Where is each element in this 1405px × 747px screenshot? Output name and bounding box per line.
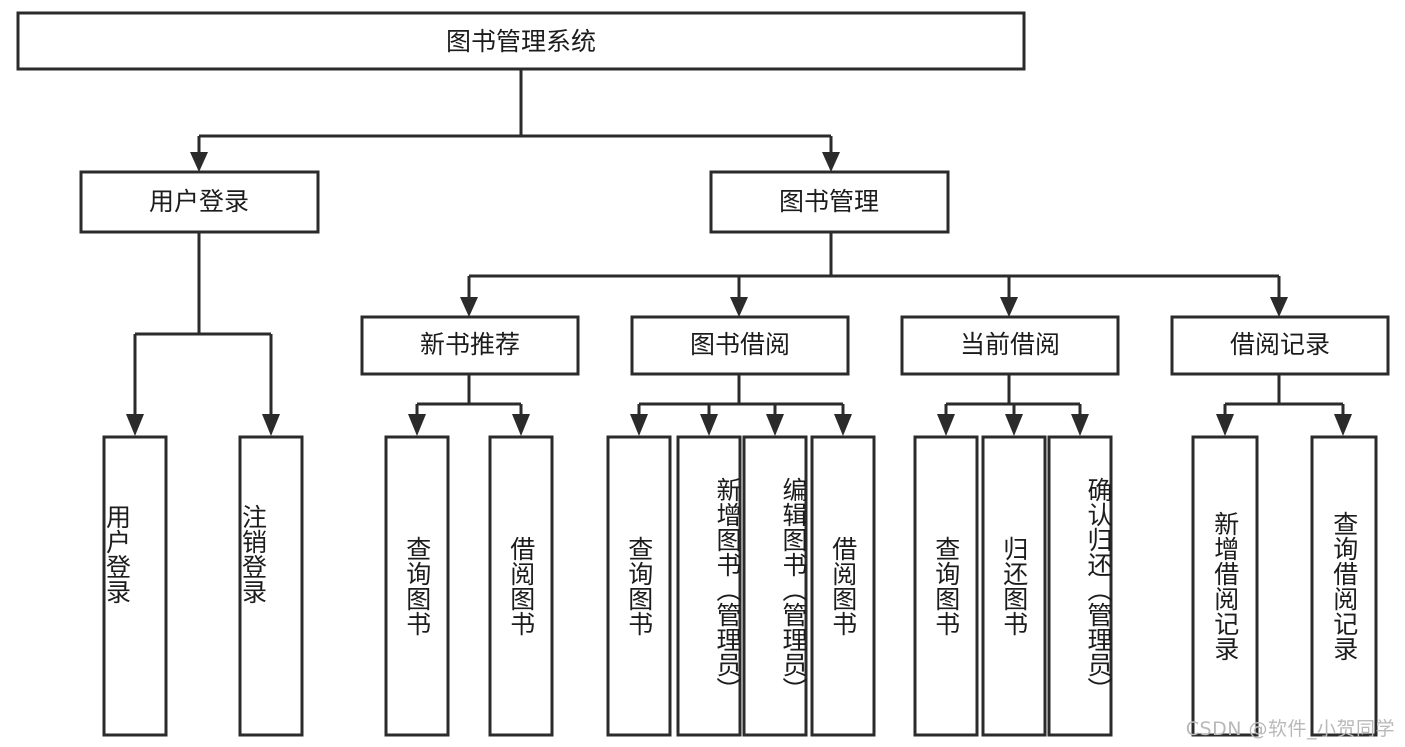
node-book-manage-label: 图书管理 xyxy=(779,187,879,216)
node-new-book-recommend-label: 新书推荐 xyxy=(420,330,520,359)
node-root[interactable]: 图书管理系统 xyxy=(16,11,1026,71)
node-leaf-logout-login[interactable] xyxy=(238,435,304,737)
node-leaf-user-login[interactable] xyxy=(102,435,168,737)
connectors-currentborrow-to-leaves xyxy=(937,374,1089,436)
node-leaf-borrow-book-1[interactable] xyxy=(488,435,554,737)
node-user-login-label: 用户登录 xyxy=(149,187,249,216)
node-leaf-query-record[interactable] xyxy=(1310,435,1378,737)
node-leaf-query-book-3[interactable] xyxy=(913,435,979,737)
node-new-book-recommend[interactable]: 新书推荐 xyxy=(360,315,580,376)
node-leaf-confirm-return[interactable] xyxy=(1047,435,1113,737)
node-leaf-add-book[interactable] xyxy=(676,435,742,737)
csdn-watermark: CSDN @软件_小贺同学 xyxy=(1185,718,1395,740)
node-leaf-add-record[interactable] xyxy=(1191,435,1259,737)
node-root-label: 图书管理系统 xyxy=(446,27,596,56)
connectors-newbook-to-leaves xyxy=(408,374,530,436)
node-leaf-return-book[interactable] xyxy=(981,435,1047,737)
node-leaf-edit-book[interactable] xyxy=(742,435,808,737)
node-current-borrow-label: 当前借阅 xyxy=(960,330,1060,359)
node-current-borrow[interactable]: 当前借阅 xyxy=(900,315,1120,376)
node-leaf-borrow-book-2[interactable] xyxy=(810,435,876,737)
connectors-root-to-level2 xyxy=(190,69,840,172)
node-borrow-record-label: 借阅记录 xyxy=(1230,330,1330,359)
node-book-borrow[interactable]: 图书借阅 xyxy=(630,315,850,376)
connectors-bookmanage-to-level3 xyxy=(460,232,1288,317)
node-book-manage[interactable]: 图书管理 xyxy=(709,170,950,234)
connectors-userlogin-to-leaves xyxy=(126,232,280,436)
connectors-borrowrecord-to-leaves xyxy=(1216,374,1352,436)
connectors-bookborrow-to-leaves xyxy=(630,374,852,436)
node-borrow-record[interactable]: 借阅记录 xyxy=(1170,315,1390,376)
node-leaf-query-book-1[interactable] xyxy=(384,435,450,737)
node-leaf-query-book-2[interactable] xyxy=(606,435,672,737)
node-book-borrow-label: 图书借阅 xyxy=(690,330,790,359)
node-user-login[interactable]: 用户登录 xyxy=(79,170,320,234)
